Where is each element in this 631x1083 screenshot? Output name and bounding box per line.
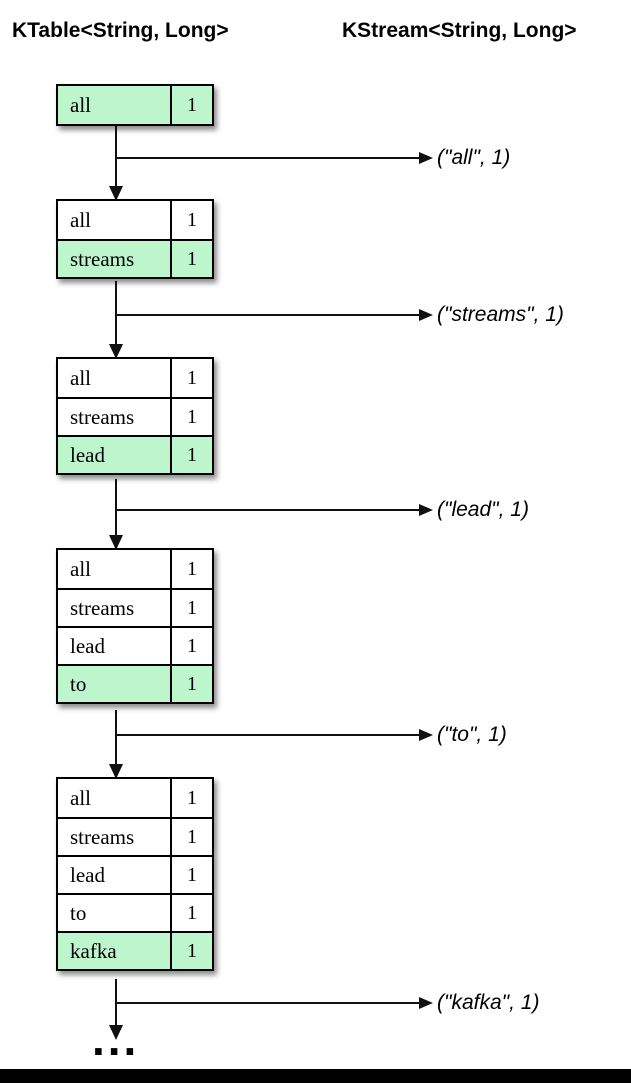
ktable-header: KTable<String, Long> (12, 19, 229, 42)
emit-record-label: ("lead", 1) (437, 498, 529, 521)
table-row: kafka 1 (58, 931, 212, 969)
arrowhead-right-icon (419, 309, 433, 321)
ktable-state-2: all 1 streams 1 (56, 199, 214, 279)
emit-branch-line (116, 1002, 419, 1004)
value-cell: 1 (187, 863, 197, 886)
bottom-bar (0, 1069, 631, 1083)
connector-vertical-line (115, 479, 117, 535)
key-cell: all (58, 779, 172, 817)
arrowhead-right-icon (419, 504, 433, 516)
value-cell: 1 (187, 634, 197, 657)
table-row: lead 1 (58, 855, 212, 893)
key-cell: streams (58, 399, 172, 435)
value-cell: 1 (187, 596, 197, 619)
emit-record-label: ("kafka", 1) (437, 991, 540, 1014)
table-row: streams 1 (58, 239, 212, 277)
connector-vertical-line (115, 126, 117, 186)
key-cell: lead (58, 628, 172, 664)
table-row: all 1 (58, 359, 212, 397)
value-cell: 1 (187, 786, 197, 809)
key-cell: streams (58, 590, 172, 626)
table-row: all 1 (58, 201, 212, 239)
arrowhead-down-icon (109, 764, 123, 779)
arrowhead-right-icon (419, 729, 433, 741)
value-cell: 1 (187, 901, 197, 924)
table-row: streams 1 (58, 397, 212, 435)
table-row: lead 1 (58, 626, 212, 664)
kstream-header: KStream<String, Long> (342, 19, 577, 42)
value-cell: 1 (187, 825, 197, 848)
key-cell: lead (58, 437, 172, 473)
connector-vertical-line (115, 281, 117, 344)
key-cell: all (58, 86, 172, 124)
table-row: lead 1 (58, 435, 212, 473)
value-cell: 1 (187, 366, 197, 389)
key-cell: lead (58, 857, 172, 893)
arrowhead-right-icon (419, 152, 433, 164)
emit-branch-line (116, 734, 419, 736)
emit-record-label: ("all", 1) (437, 146, 511, 169)
table-row: streams 1 (58, 588, 212, 626)
connector-vertical-line (115, 710, 117, 764)
arrowhead-down-icon (109, 535, 123, 550)
key-cell: all (58, 359, 172, 397)
arrowhead-down-icon (109, 344, 123, 359)
arrowhead-down-icon (109, 186, 123, 201)
key-cell: to (58, 895, 172, 931)
value-cell: 1 (187, 93, 197, 116)
arrowhead-down-icon (109, 1025, 123, 1040)
ktable-state-5: all 1 streams 1 lead 1 to 1 kafka 1 (56, 777, 214, 971)
table-row: all 1 (58, 779, 212, 817)
key-cell: streams (58, 819, 172, 855)
table-row: to 1 (58, 893, 212, 931)
table-row: all 1 (58, 86, 212, 124)
arrowhead-right-icon (419, 997, 433, 1009)
value-cell: 1 (187, 405, 197, 428)
value-cell: 1 (187, 557, 197, 580)
emit-record-label: ("streams", 1) (437, 303, 564, 326)
ktable-state-1: all 1 (56, 84, 214, 126)
value-cell: 1 (187, 672, 197, 695)
key-cell: all (58, 550, 172, 588)
emit-branch-line (116, 157, 419, 159)
value-cell: 1 (187, 208, 197, 231)
key-cell: all (58, 201, 172, 239)
value-cell: 1 (187, 939, 197, 962)
value-cell: 1 (187, 247, 197, 270)
ktable-state-3: all 1 streams 1 lead 1 (56, 357, 214, 475)
key-cell: streams (58, 241, 172, 277)
emit-branch-line (116, 509, 419, 511)
emit-record-label: ("to", 1) (437, 723, 507, 746)
ktable-state-4: all 1 streams 1 lead 1 to 1 (56, 548, 214, 704)
key-cell: to (58, 666, 172, 702)
table-row: streams 1 (58, 817, 212, 855)
value-cell: 1 (187, 443, 197, 466)
key-cell: kafka (58, 933, 172, 969)
table-row: to 1 (58, 664, 212, 702)
table-row: all 1 (58, 550, 212, 588)
emit-branch-line (116, 314, 419, 316)
continuation-ellipsis: ... (92, 1013, 140, 1065)
